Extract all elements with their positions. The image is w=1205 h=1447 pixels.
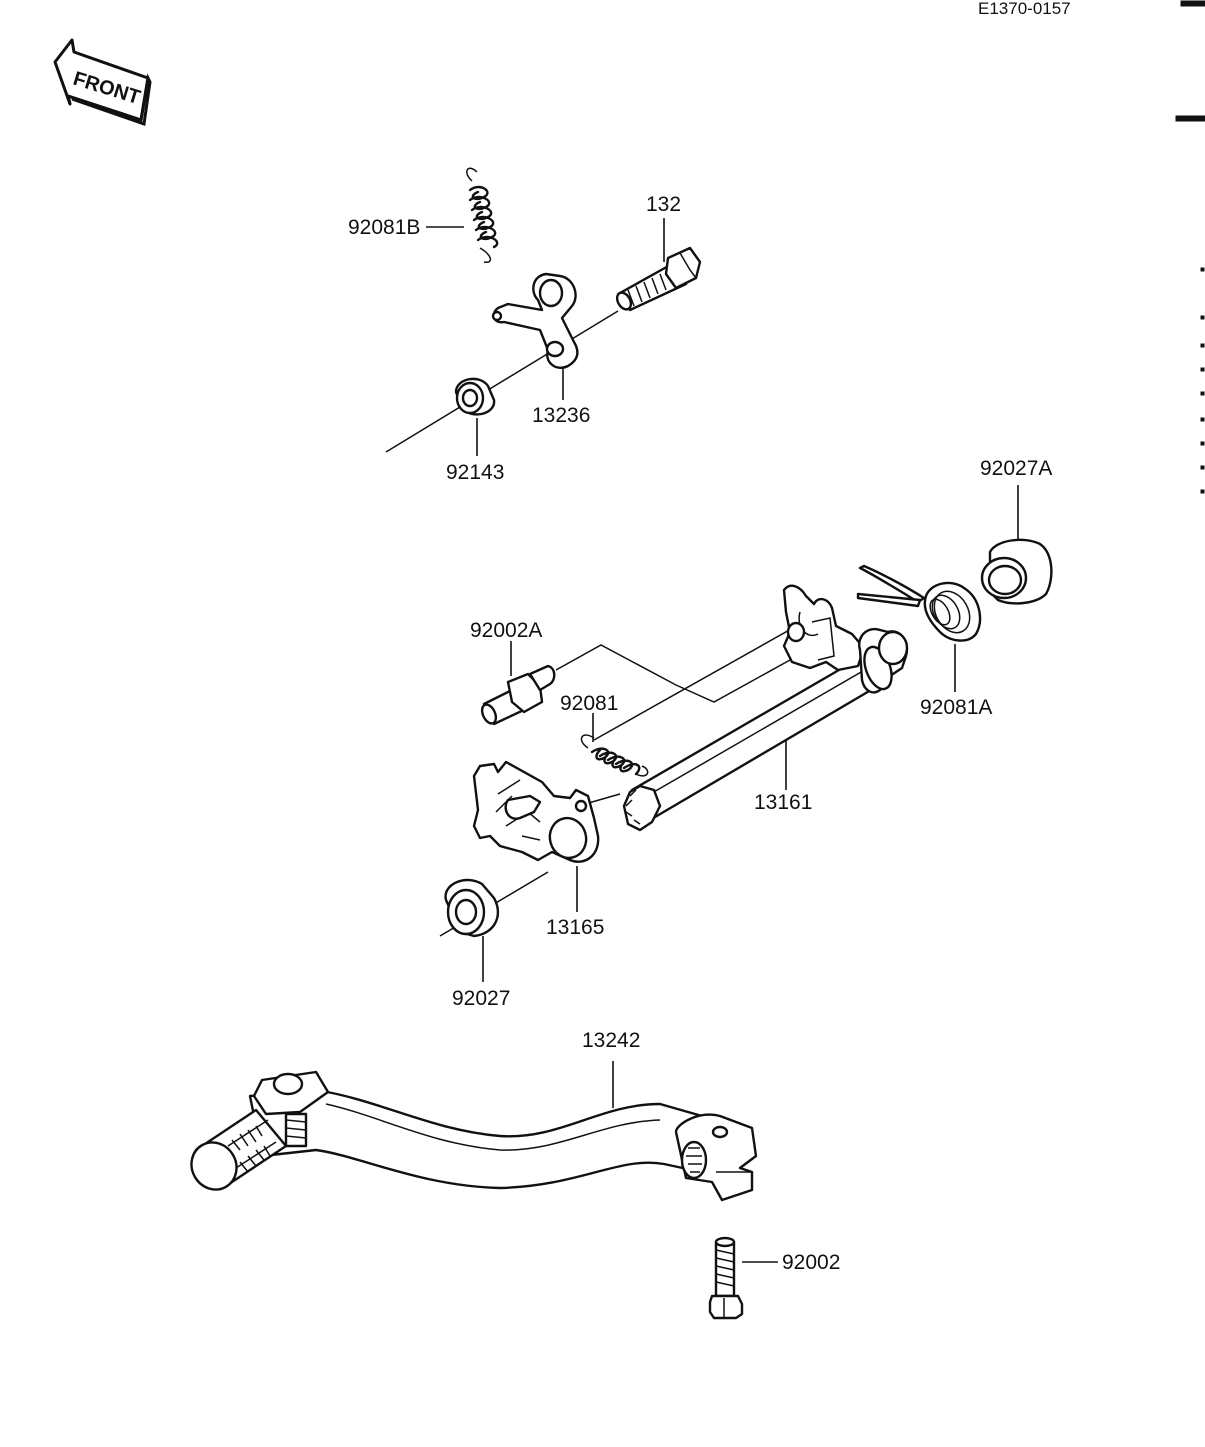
label-92081A: 92081A [920,696,992,719]
collar-92143 [454,377,496,416]
stud-guide-line [555,644,791,703]
diagram-code: E1370-0157 [978,0,1071,18]
label-92002: 92002 [782,1251,840,1274]
plate-13165 [472,760,600,863]
front-arrow-icon: FRONT [53,38,152,127]
lever-13236 [491,272,579,369]
bolt-92002 [708,1236,744,1320]
margin-marks [1175,0,1205,494]
label-13242: 13242 [582,1029,640,1052]
label-92143: 92143 [446,461,504,484]
spring-92081B [466,167,499,264]
label-92027: 92027 [452,987,510,1010]
label-92027A: 92027A [980,457,1052,480]
spring-92081 [580,734,649,777]
label-92081: 92081 [560,692,618,715]
collar-92027 [444,878,500,938]
spring-guide-line [593,623,801,741]
label-132: 132 [646,193,681,216]
label-13165: 13165 [546,916,604,939]
shift-pedal-13242 [190,1070,758,1202]
return-spring-92081A [856,564,982,642]
upper-axis-line [385,310,619,453]
label-13161: 13161 [754,791,812,814]
label-92081B: 92081B [348,216,420,239]
label-92002A: 92002A [470,619,542,642]
label-13236: 13236 [532,404,590,427]
bolt-132 [615,246,702,312]
shaft-13161 [622,584,909,832]
bushing-92027A [980,538,1053,605]
stud-bolt-92002A [480,664,556,726]
